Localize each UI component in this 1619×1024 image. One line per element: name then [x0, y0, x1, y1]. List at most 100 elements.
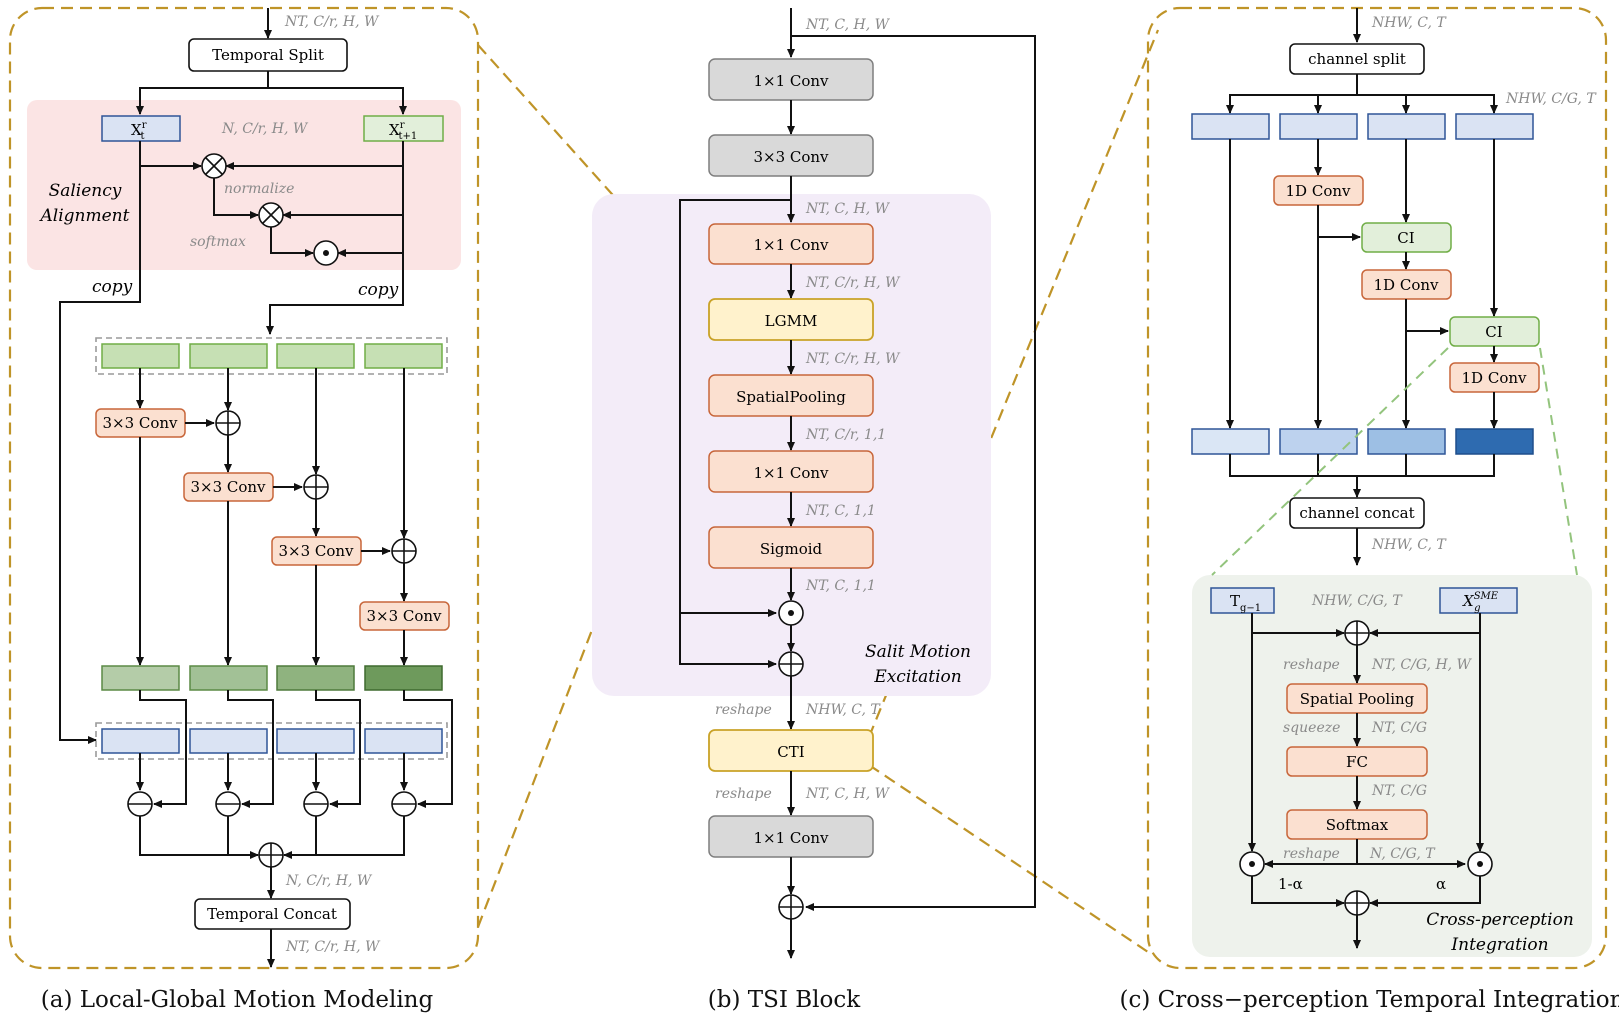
b-dim-after-sme-conv: NT, C/r, H, W [805, 275, 901, 291]
b-in-dim: NT, C, H, W [805, 17, 891, 33]
output-chunk [1279, 428, 1358, 455]
cpi-label-2: Integration [1450, 935, 1548, 955]
output-green-chunks [101, 665, 443, 691]
green-chunk [189, 343, 268, 369]
multiply-operator-1 [201, 153, 227, 179]
split-chunk [1455, 113, 1534, 140]
c-dim-fc: NT, C/G [1371, 783, 1427, 799]
output-chunk [1455, 428, 1534, 455]
temporal-concat-label: Temporal Concat [207, 905, 337, 923]
temporal-concat-box [194, 898, 351, 930]
conv1d-label-3: 1D Conv [1462, 369, 1528, 387]
x-t1-box [363, 115, 444, 142]
conv1d-label-1: 1D Conv [1286, 182, 1352, 200]
b-dim-after-cti: NT, C, H, W [805, 786, 891, 802]
spatial-pooling-label: SpatialPooling [736, 388, 846, 406]
t-prev-label: Tg−1 [1230, 592, 1261, 614]
blue-chunk [101, 728, 180, 754]
x-sme-box [1439, 587, 1518, 614]
dot-operator-a [313, 240, 339, 266]
c-squeeze: squeeze [1283, 720, 1340, 736]
minus-operator [215, 791, 241, 817]
plus-operator-a2 [303, 474, 329, 500]
b-conv-out-label: 1×1 Conv [753, 829, 829, 847]
b-dim-after-lgmm: NT, C/r, H, W [805, 351, 901, 367]
plus-operator-a-final [258, 842, 284, 868]
saliency-label-2: Alignment [39, 206, 130, 226]
spatial-pooling-label-c: Spatial Pooling [1300, 690, 1415, 708]
a-after-sum-dim: N, C/r, H, W [285, 873, 373, 889]
panel-c-cross-perception-temporal-integration: NHW, C, T channel split NHW, C/G, T 1D C… [1120, 6, 1619, 1013]
one-minus-alpha: 1-α [1278, 875, 1303, 893]
dot-operator-b [778, 600, 804, 626]
b-conv3-label: 3×3 Conv [753, 148, 829, 166]
b-dim-after-sigmoid: NT, C, 1,1 [805, 578, 876, 594]
copy-right-label: copy [358, 280, 399, 300]
output-chunk [1191, 428, 1270, 455]
green-chunk-group [95, 337, 448, 375]
plus-operator-c2 [1344, 890, 1370, 916]
alpha-label: α [1436, 875, 1446, 893]
plus-operator-c1 [1344, 620, 1370, 646]
green-chunk [276, 343, 355, 369]
conv1d-label-2: 1D Conv [1374, 276, 1440, 294]
b-dim-before-cti: NHW, C, T [805, 702, 881, 718]
softmax-label-a: softmax [190, 234, 246, 250]
cpi-label-1: Cross-perception [1426, 910, 1574, 930]
sme-label-1: Salit Motion [865, 642, 971, 662]
lgmm-label: LGMM [765, 312, 818, 330]
panel-b-caption: (b) TSI Block [708, 987, 861, 1013]
softmax-label-c: Softmax [1326, 816, 1389, 834]
temporal-split-label: Temporal Split [212, 46, 324, 64]
conv3-label-4: 3×3 Conv [366, 607, 442, 625]
c-out-dim: NHW, C, T [1371, 537, 1447, 553]
blue-chunk-group [95, 722, 448, 760]
c-reshape1: reshape [1283, 657, 1340, 673]
normalize-label: normalize [224, 181, 294, 197]
t-prev-box [1210, 587, 1275, 614]
dot-operator-c1 [1239, 851, 1265, 877]
plus-operator-b2 [778, 894, 804, 920]
green-chunk [364, 343, 443, 369]
blue-chunk [189, 728, 268, 754]
copy-left-label: copy [92, 277, 133, 297]
split-chunks [1191, 113, 1534, 140]
ci-zoom-line [1211, 347, 1449, 576]
minus-operator [391, 791, 417, 817]
saliency-label-1: Saliency [49, 181, 122, 201]
green-chunks [101, 343, 443, 369]
minus-operator [303, 791, 329, 817]
sigmoid-label: Sigmoid [760, 540, 823, 558]
ci-label-1: CI [1397, 229, 1414, 247]
plus-operator-a3 [391, 538, 417, 564]
a-mid-dim: N, C/r, H, W [221, 121, 309, 137]
panel-b-tsi-block: NT, C, H, W 1×1 Conv 3×3 Conv NT, C, H, … [592, 8, 1036, 1013]
saliency-alignment-region [27, 100, 461, 270]
ci-label-2: CI [1485, 323, 1502, 341]
plus-operator-a1 [215, 410, 241, 436]
output-chunk [1367, 428, 1446, 455]
b-dim-after-pool: NT, C/r, 1,1 [805, 427, 886, 443]
c-split-dim: NHW, C/G, T [1505, 91, 1597, 107]
b-dim-after-conv3: NT, C, H, W [805, 201, 891, 217]
blue-chunks [101, 728, 443, 754]
output-chunk [364, 665, 443, 691]
b-dim-after-up: NT, C, 1,1 [805, 503, 876, 519]
panel-c-border [1146, 6, 1608, 970]
panel-c-caption: (c) Cross−perception Temporal Integratio… [1120, 987, 1619, 1013]
channel-concat-label: channel concat [1299, 504, 1414, 522]
minus-operator [127, 791, 153, 817]
fc-label: FC [1346, 753, 1368, 771]
split-chunk [1191, 113, 1270, 140]
output-chunk [101, 665, 180, 691]
blue-chunk [364, 728, 443, 754]
split-chunk [1279, 113, 1358, 140]
output-chunk [276, 665, 355, 691]
c-dim-squeeze: NT, C/G [1371, 720, 1427, 736]
multiply-operator-2 [258, 202, 284, 228]
